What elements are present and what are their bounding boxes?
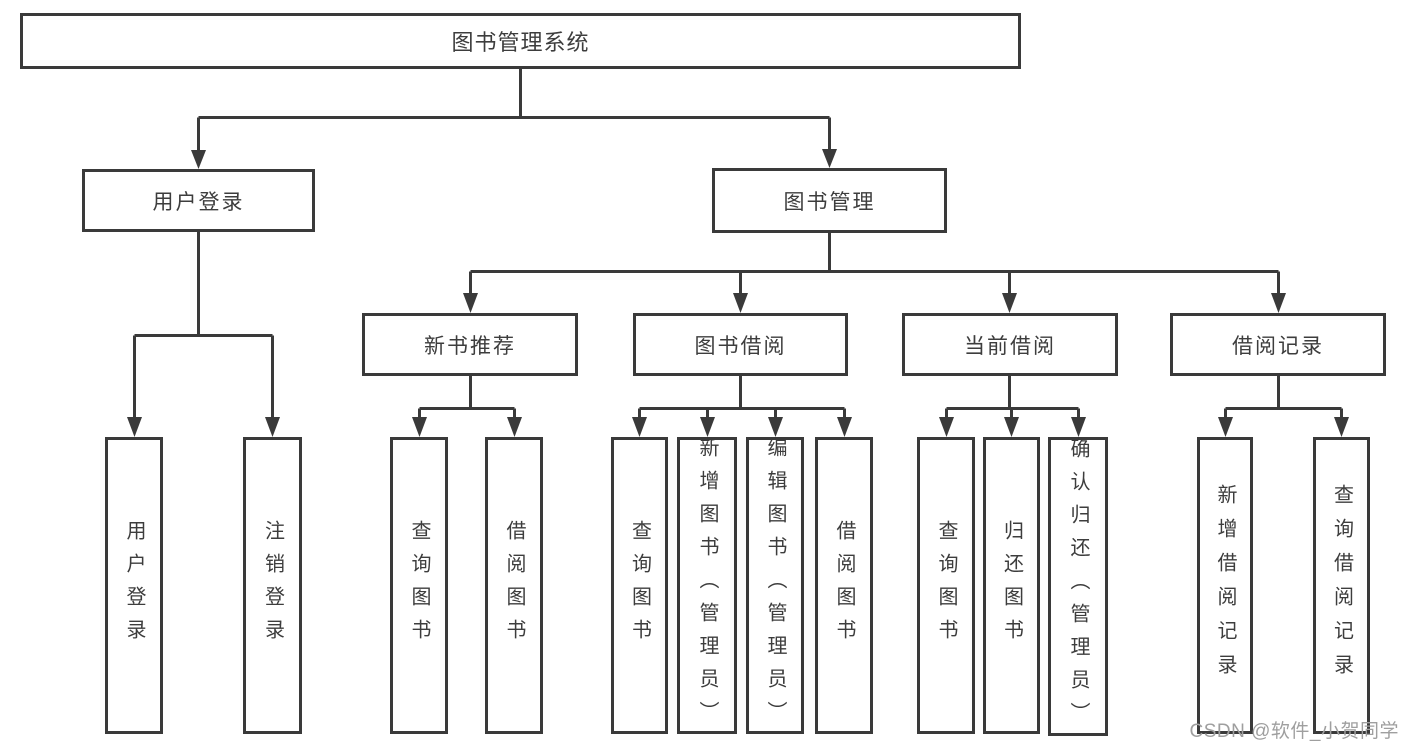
- node-user-login: 用户登录: [82, 169, 315, 232]
- leaf-confirm-return-admin: 确认归还（管理员）: [1048, 437, 1108, 736]
- node-label: 借阅图书: [503, 519, 525, 652]
- leaf-return-books: 归还图书: [983, 437, 1040, 734]
- node-label: 查询图书: [408, 519, 430, 652]
- node-book-management: 图书管理: [712, 168, 947, 233]
- node-label: 查询借阅记录: [1330, 483, 1353, 688]
- leaf-edit-books-admin: 编辑图书（管理员）: [746, 437, 804, 734]
- leaf-query-books-borrow: 查询图书: [611, 437, 668, 734]
- node-root-library-system: 图书管理系统: [20, 13, 1021, 69]
- leaf-add-books-admin: 新增图书（管理员）: [677, 437, 737, 734]
- leaf-add-borrow-record: 新增借阅记录: [1197, 437, 1253, 734]
- node-current-borrow: 当前借阅: [902, 313, 1118, 376]
- node-label: 新增图书（管理员）: [696, 437, 718, 734]
- node-label: 图书借阅: [694, 334, 787, 358]
- node-label: 用户登录: [123, 519, 145, 652]
- node-label: 借阅图书: [833, 519, 855, 652]
- node-label: 查询图书: [628, 519, 651, 652]
- node-label: 查询图书: [935, 519, 957, 652]
- node-label: 编辑图书（管理员）: [764, 437, 786, 734]
- node-label: 注销登录: [261, 519, 284, 652]
- csdn-watermark: CSDN @软件_小贺同学: [1189, 721, 1399, 742]
- node-label: 图书管理: [783, 190, 876, 214]
- node-label: 确认归还（管理员）: [1067, 438, 1089, 735]
- node-new-book-recommend: 新书推荐: [362, 313, 578, 376]
- leaf-query-books-recommend: 查询图书: [390, 437, 448, 734]
- node-label: 新增借阅记录: [1214, 483, 1236, 688]
- node-label: 用户登录: [152, 190, 245, 214]
- leaf-query-books-current: 查询图书: [917, 437, 975, 734]
- node-book-borrow: 图书借阅: [633, 313, 848, 376]
- node-label: 当前借阅: [964, 334, 1056, 358]
- leaf-borrow-books-recommend: 借阅图书: [485, 437, 543, 734]
- node-label: 借阅记录: [1232, 334, 1324, 358]
- leaf-logout: 注销登录: [243, 437, 302, 734]
- node-label: 归还图书: [1000, 519, 1023, 652]
- node-borrow-records: 借阅记录: [1170, 313, 1386, 376]
- leaf-borrow-books: 借阅图书: [815, 437, 873, 734]
- leaf-user-login: 用户登录: [105, 437, 163, 734]
- node-label: 图书管理系统: [451, 30, 590, 55]
- leaf-query-borrow-record: 查询借阅记录: [1313, 437, 1370, 734]
- node-label: 新书推荐: [424, 334, 516, 358]
